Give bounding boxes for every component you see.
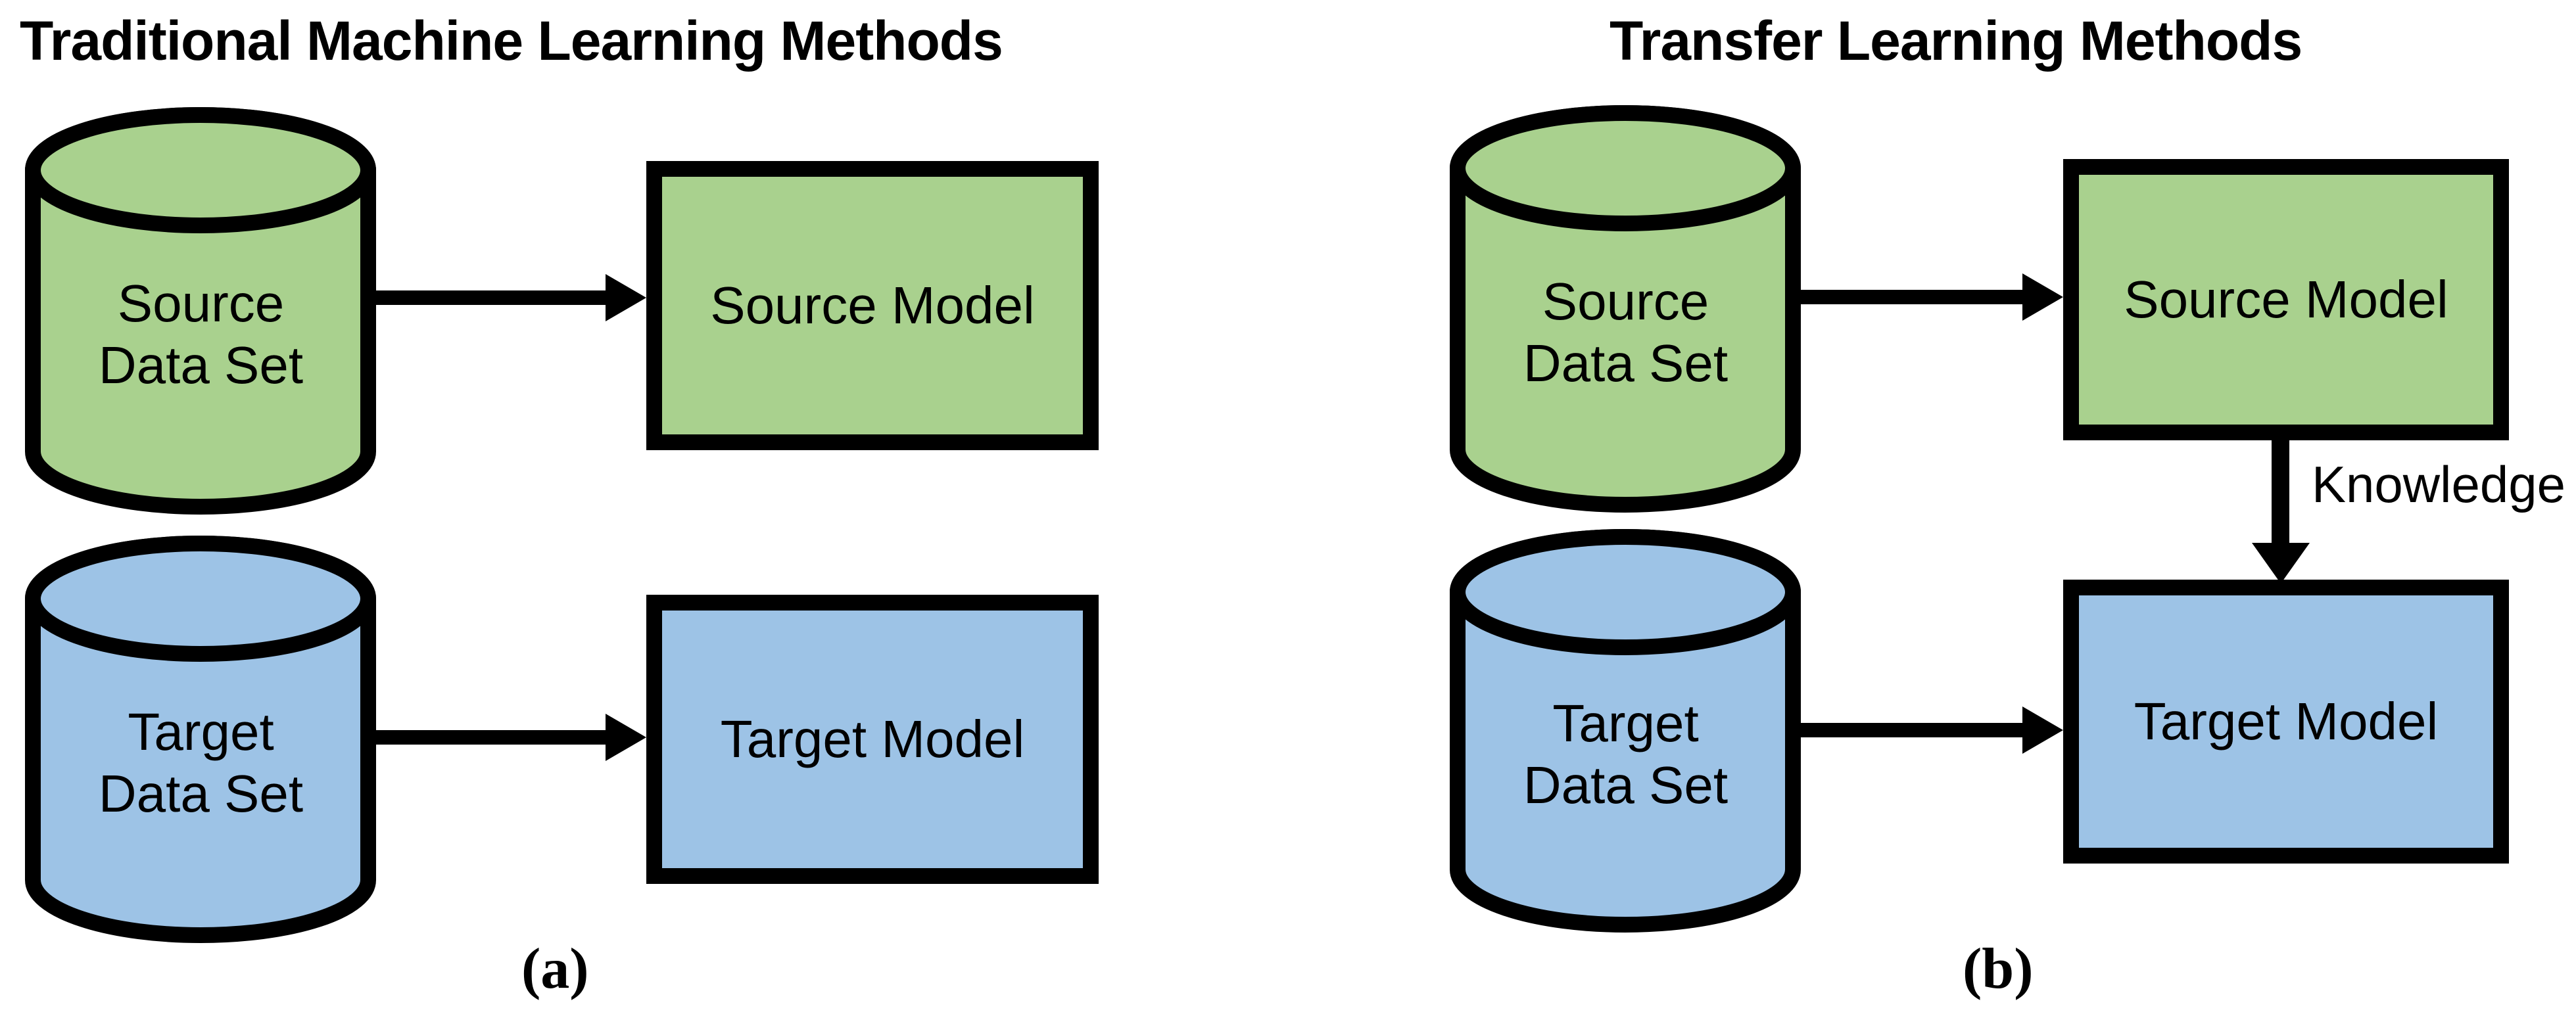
cylinder-top [1450,529,1801,655]
database-cylinder-icon [1450,105,1801,513]
database-cylinder-icon [25,107,376,515]
source-model-label: Source Model [2124,270,2448,329]
panel-a-target-dataset-label: Target Data Set [25,536,377,943]
arrow-shaft [1790,290,2022,304]
arrow-shaft [1790,723,2022,737]
panel-b-target-model-box: Target Model [2063,580,2509,864]
panel-a-source-dataset-cylinder: Source Data Set [25,107,377,515]
target-model-label: Target Model [2134,692,2439,750]
panel-a-title: Traditional Machine Learning Methods [20,10,1003,72]
cylinder-top [1450,105,1801,231]
panel-b-caption: (b) [1963,937,2034,1001]
label-line-1: Target [128,702,274,761]
source-model-label: Source Model [710,276,1035,335]
panel-b-source-dataset-label: Source Data Set [1450,105,1801,513]
arrow-head-right-icon [2022,273,2063,321]
panel-a-target-dataset-cylinder: Target Data Set [25,536,377,943]
panel-b-target-dataset-label: Target Data Set [1450,529,1801,933]
arrow-head-down-icon [2252,543,2310,584]
panel-a-target-model-box: Target Model [646,595,1099,884]
arrow-head-right-icon [2022,706,2063,754]
label-line-1: Source [1542,271,1709,331]
arrow-shaft [2272,434,2289,544]
cylinder-top [25,536,376,662]
label-line-2: Data Set [1523,334,1729,392]
target-model-label: Target Model [720,710,1025,768]
panel-a-source-dataset-label: Source Data Set [25,107,377,515]
label-line-2: Data Set [1523,756,1729,814]
label-line-2: Data Set [98,764,304,823]
panel-b-source-dataset-cylinder: Source Data Set [1450,105,1801,513]
label-line-1: Target [1552,693,1699,752]
database-cylinder-icon [1450,529,1801,933]
panel-b-target-dataset-cylinder: Target Data Set [1450,529,1801,933]
panel-b-source-model-box: Source Model [2063,159,2509,440]
panel-a-source-model-box: Source Model [646,161,1099,450]
knowledge-label: Knowledge [2312,455,2565,513]
label-line-2: Data Set [98,336,304,394]
database-cylinder-icon [25,536,376,943]
label-line-1: Source [117,273,285,333]
panel-a-caption: (a) [521,937,589,1001]
panel-b-title: Transfer Learning Methods [1610,10,2302,72]
cylinder-top [25,107,376,233]
